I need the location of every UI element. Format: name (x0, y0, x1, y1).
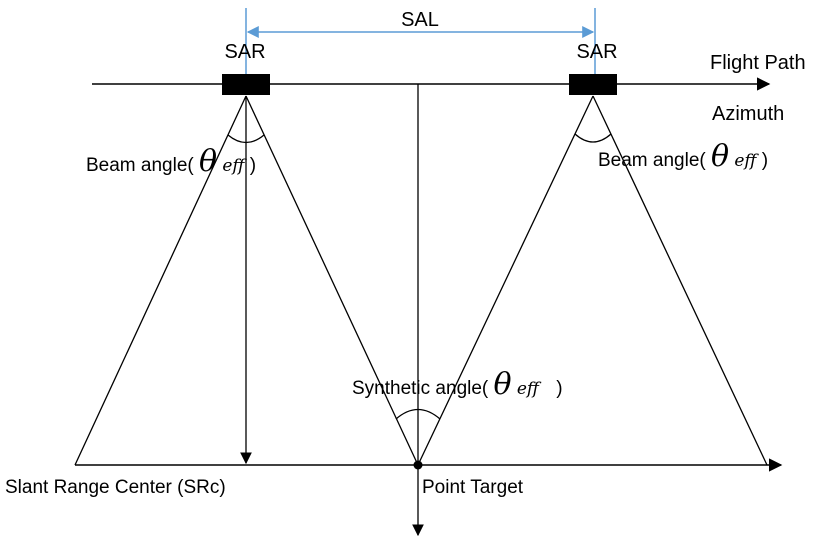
left-beam-angle-label: Beam angle( θ eff ) (86, 144, 256, 179)
slant-range-center-label: Slant Range Center (SRc) (5, 477, 226, 498)
right-beam-edge-outer (592, 95, 768, 466)
svg-text:Beam angle( θ eff: Beam angle( θ eff ) (86, 144, 256, 179)
point-target-dot (413, 460, 423, 470)
left-beam-edge-outer (74, 95, 247, 466)
sal-label: SAL (401, 9, 439, 31)
sar-left-block (222, 74, 270, 95)
synthetic-angle-label: Synthetic angle( θ eff ) (352, 367, 563, 402)
right-beam-angle-label: Beam angle( θ eff ) (598, 139, 768, 174)
synthetic-angle-arc (395, 408, 441, 420)
sar-right-label: SAR (576, 41, 617, 63)
svg-text:Beam angle( θ eff: Beam angle( θ eff ) (598, 139, 768, 174)
left-beam-angle-arc (227, 134, 265, 144)
sar-left-label: SAR (224, 41, 265, 63)
flight-path-label: Flight Path (710, 52, 806, 74)
sar-right-block (569, 74, 617, 95)
right-beam-angle-arc (574, 133, 612, 143)
right-beam-edge-inner (417, 95, 594, 466)
left-beam-edge-inner (245, 95, 419, 466)
azimuth-label: Azimuth (712, 103, 784, 125)
svg-text:Synthetic angle( θ: Synthetic angle( θ eff ) (352, 367, 563, 402)
point-target-label: Point Target (422, 477, 524, 498)
